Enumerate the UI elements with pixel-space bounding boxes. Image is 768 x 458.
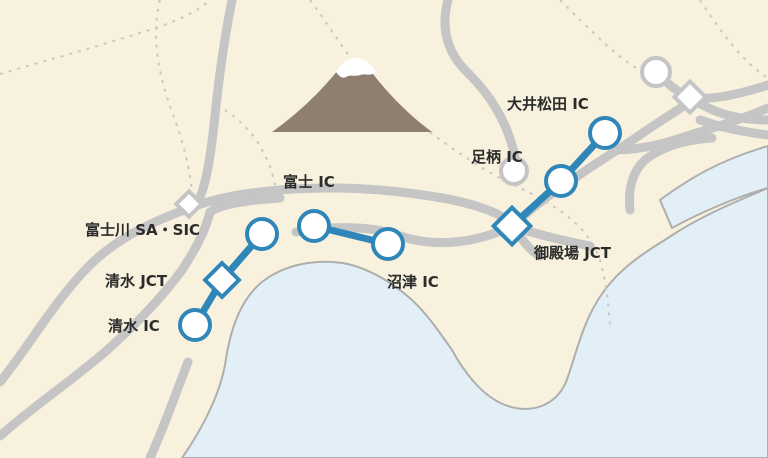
prefectural-borders [0,0,768,326]
station-fuji[interactable] [297,209,331,243]
label-fujikawa: 富士川 SA・SIC [85,221,201,239]
station-gotemba-jct[interactable] [490,204,534,248]
label-shimizu-jct: 清水 JCT [105,272,168,290]
sea-sagami-bay [658,144,768,230]
label-oi-matsuda: 大井松田 IC [507,95,589,113]
station-shimizu[interactable] [178,308,212,342]
station-shimizu-jct[interactable] [202,260,242,300]
junction-diamond [173,188,205,220]
junction-node [640,56,672,88]
label-shimizu: 清水 IC [108,317,160,335]
station-intermediate[interactable] [544,164,578,198]
sea-suruga-bay [180,186,768,458]
label-numazu: 沼津 IC [387,273,439,291]
station-oi-matsuda[interactable] [588,116,622,150]
station-markers [173,56,709,342]
station-numazu[interactable] [371,227,405,261]
label-fuji: 富士 IC [283,173,335,191]
station-ashigara[interactable] [499,156,529,186]
label-ashigara: 足柄 IC [471,148,523,166]
station-fujikawa[interactable] [245,217,279,251]
junction-diamond [671,78,709,116]
label-gotemba-jct: 御殿場 JCT [534,244,612,262]
mountain-icon [272,58,432,132]
